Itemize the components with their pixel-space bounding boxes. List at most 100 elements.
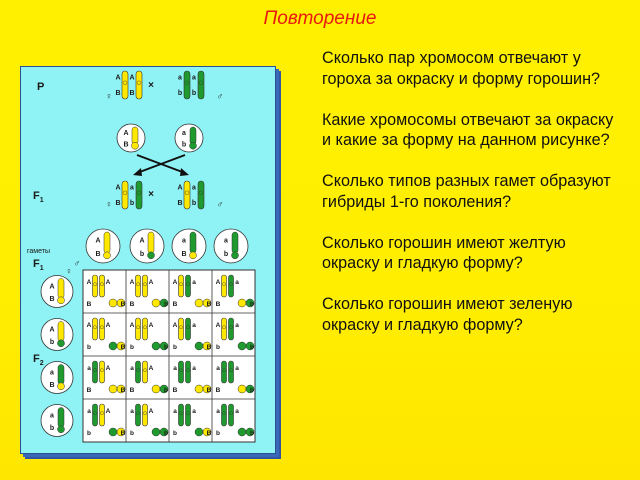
allele-label: A [95,238,100,245]
allele-label: A [177,184,182,191]
female-symbol: ♀ [106,199,113,209]
chromosome [194,384,204,394]
centromere [229,282,233,287]
chromosome [116,384,126,394]
allele-label: a [87,408,91,415]
allele-label: A [129,74,134,81]
male-symbol: ♂ [217,199,224,209]
allele-label: B [207,301,212,308]
allele-label: b [216,344,220,351]
arrow-head [180,168,189,176]
allele-label: B [173,301,178,308]
chromosome [237,427,247,437]
allele-label: A [106,279,111,286]
allele-label: A [149,322,154,329]
question-4: Сколько горошин имеют желтую окраску и г… [322,233,566,273]
chromosome [151,298,161,308]
chromosome [116,427,126,437]
chromosome [159,341,169,351]
chromosome [108,298,118,308]
allele-label: b [87,344,91,351]
chromosome [202,427,212,437]
centromere [143,325,147,330]
slide-title: Повторение [263,8,377,29]
allele-label: B [121,387,126,394]
chromosome [135,70,143,100]
allele-label: A [149,279,154,286]
allele-label: B [216,301,221,308]
chromosome [202,384,212,394]
centromere [136,282,140,287]
crossing-arrows [133,154,189,176]
allele-label: a [192,184,196,191]
allele-label: a [192,322,196,329]
chromosome [245,427,255,437]
allele-label: B [216,387,221,394]
allele-label: a [130,184,134,191]
allele-label: b [130,200,134,207]
allele-label: B [177,200,182,207]
chromosome [57,296,65,305]
centromere [198,190,204,195]
allele-label: A [106,408,111,415]
allele-label: a [216,408,220,415]
allele-label: b [216,430,220,437]
chromosome [108,427,118,437]
gamete [40,318,74,351]
gamete [40,275,74,308]
centromere [122,190,128,195]
chromosome [116,298,126,308]
centromere [100,282,104,287]
label-f1: F1 [33,190,44,204]
cross-symbol: × [148,189,154,200]
allele-label: b [173,430,177,437]
allele-label: b [178,90,182,97]
centromere [186,282,190,287]
chromosome [147,231,155,254]
chromosome [189,251,197,260]
centromere [136,411,140,416]
centromere [222,325,226,330]
centromere [143,411,147,416]
chromosome [159,427,169,437]
allele-label: B [87,301,92,308]
centromere [229,411,233,416]
chromosome [57,321,65,342]
centromere [93,368,97,373]
chromosome [245,384,255,394]
allele-label: a [192,408,196,415]
chromosome [237,298,247,308]
male-symbol: ♂ [217,91,224,101]
gamete [129,228,165,264]
allele-label: b [192,200,196,207]
chromosome [189,141,197,150]
centromere [186,411,190,416]
centromere [179,411,183,416]
chromosome [131,126,139,145]
chromosome [57,278,65,299]
allele-label: a [192,279,196,286]
question-5: Сколько горошин имеют зеленую окраску и … [322,295,573,334]
allele-label: A [87,279,92,286]
label-f1-sub: 1 [40,197,44,204]
centromere [93,325,97,330]
allele-label: b [87,430,91,437]
chromosome [103,231,111,254]
allele-label: a [192,365,196,372]
question-1: Сколько пар хромосом отвечают у гороха з… [322,49,601,88]
centromere [136,368,140,373]
female-symbol: ♀ [106,91,113,101]
centromere [136,190,142,195]
chromosome [189,231,197,254]
chromosome [121,70,129,100]
chromosome [183,180,191,210]
chromosome [194,341,204,351]
centromere [100,325,104,330]
allele-label: a [224,238,228,245]
